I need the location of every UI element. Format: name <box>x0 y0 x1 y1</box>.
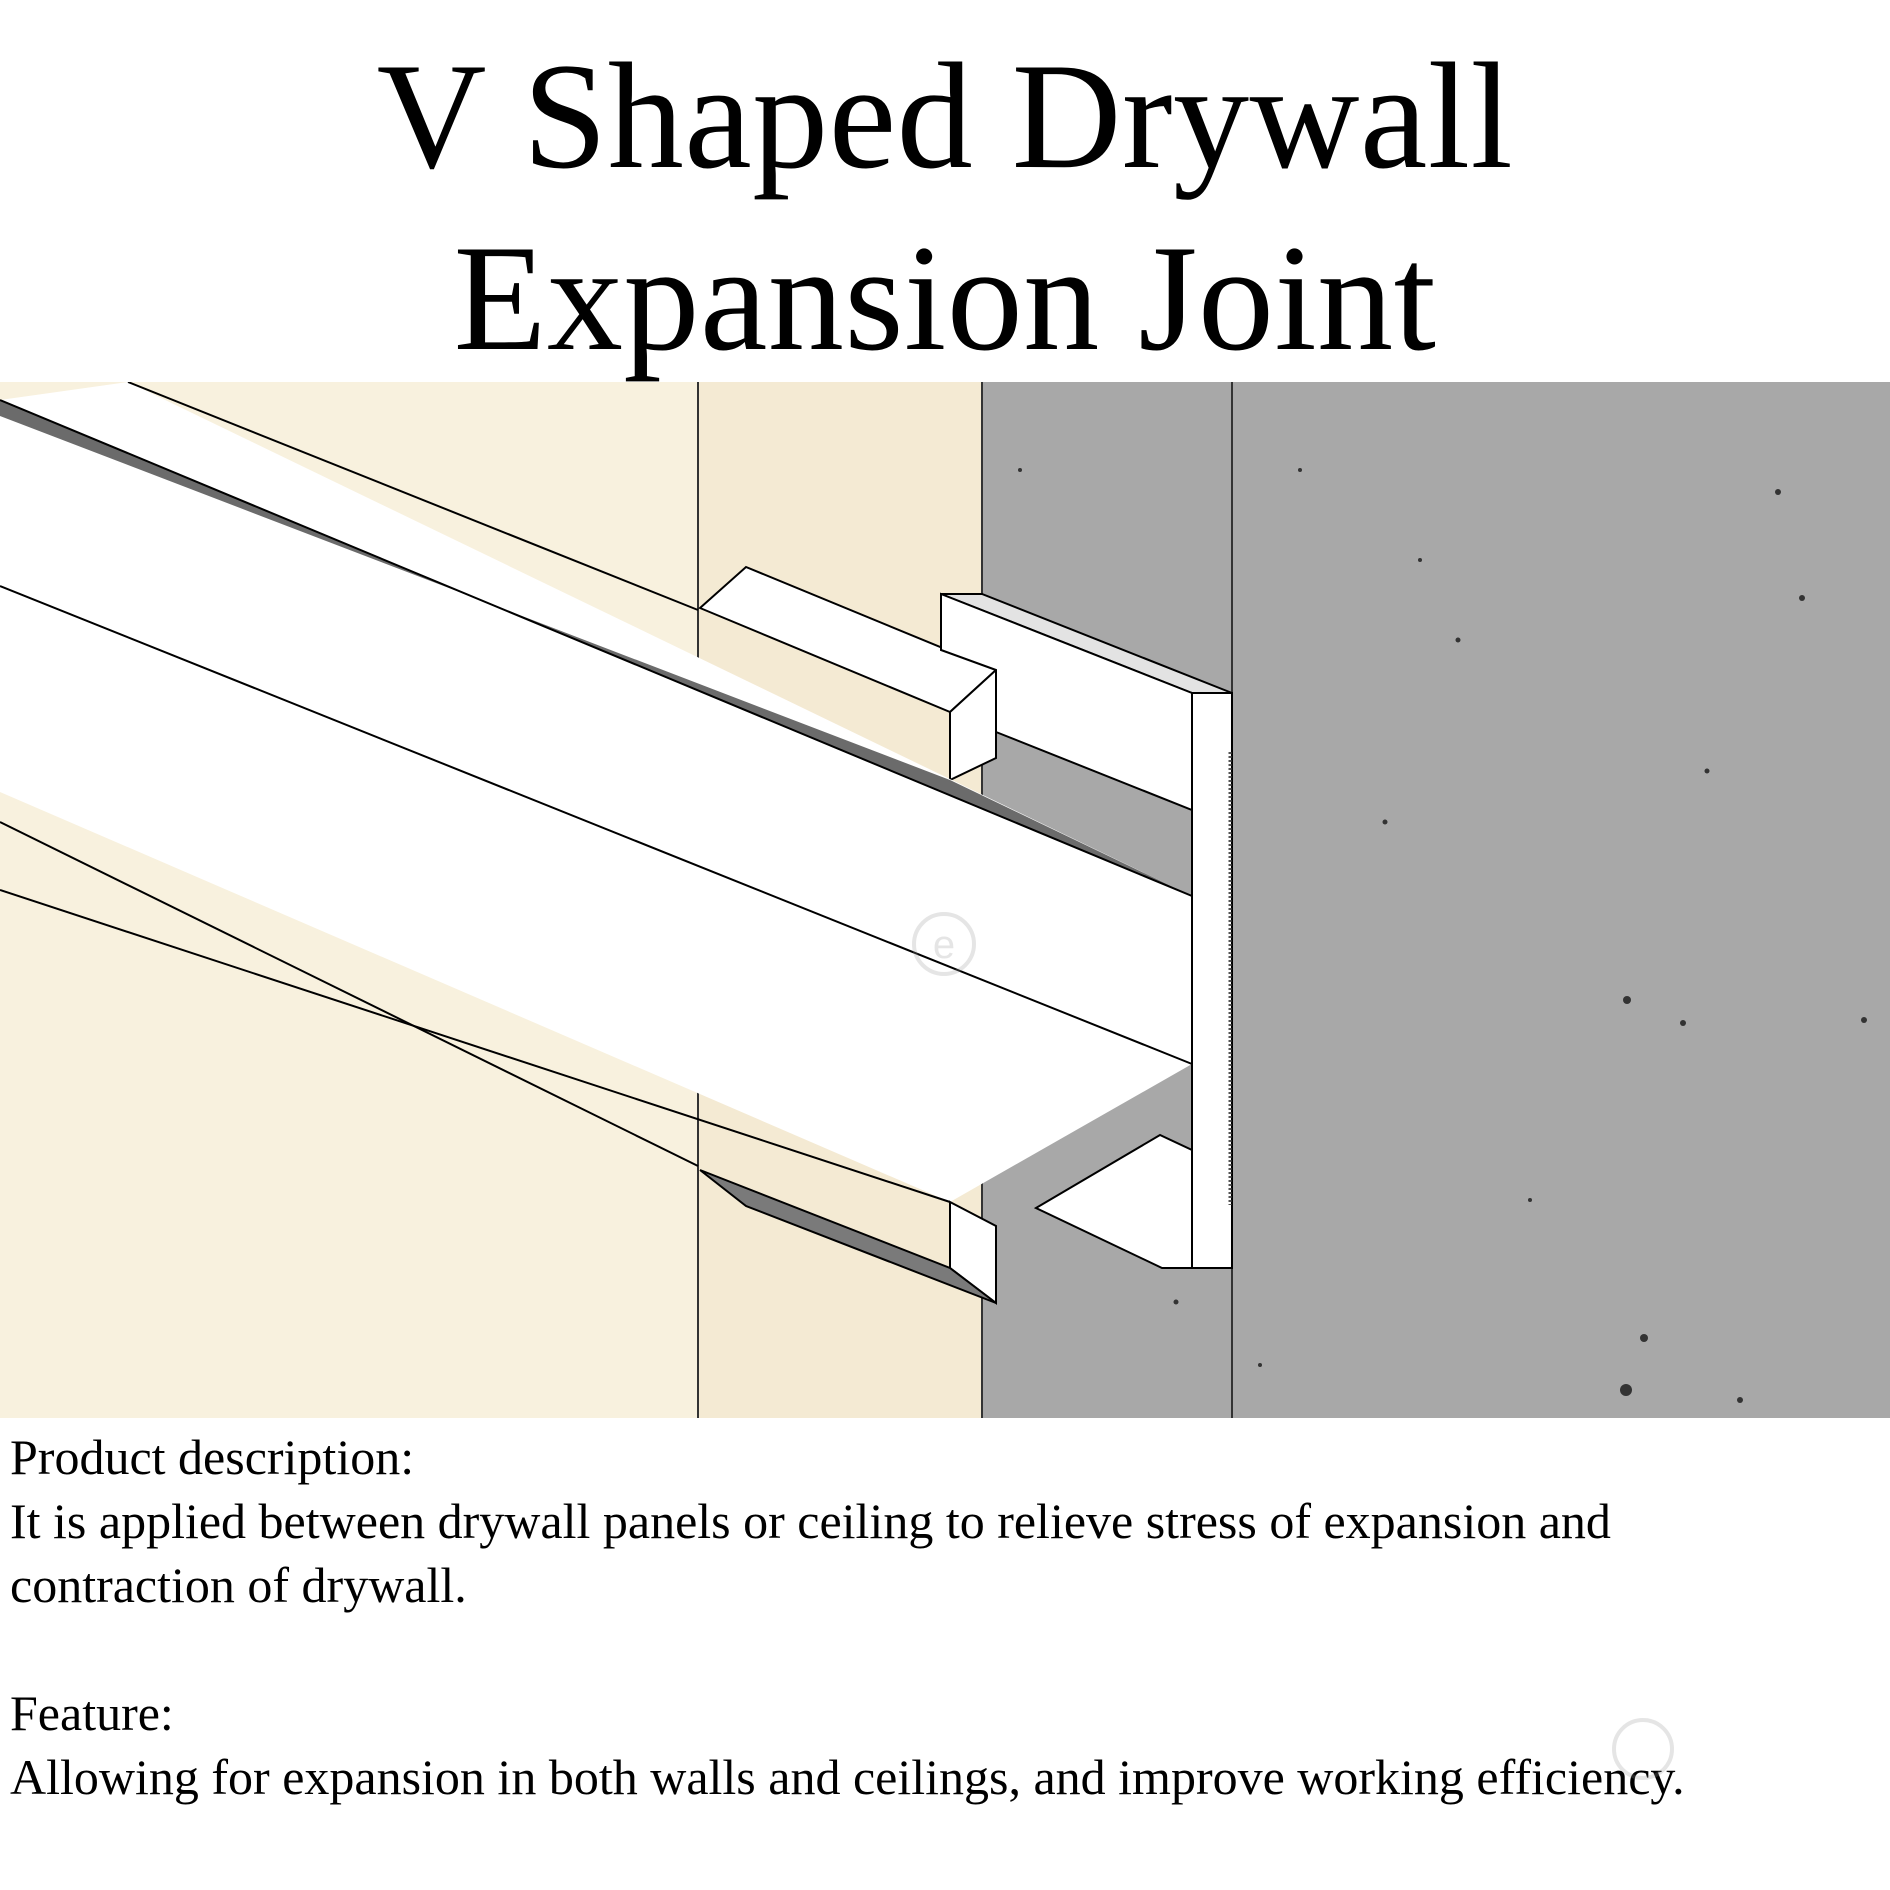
svg-text:e: e <box>933 923 955 967</box>
left-flange-face <box>949 667 997 782</box>
circle-e-logo-icon: e <box>912 912 976 976</box>
description-heading: Product description: <box>10 1429 415 1485</box>
backing-plate <box>1191 692 1233 1269</box>
lower-right-flange <box>1033 1133 1193 1269</box>
title-line-2: Expansion Joint <box>453 214 1437 382</box>
description-body: It is applied between drywall panels or … <box>10 1493 1611 1613</box>
expansion-joint-illustration: e <box>0 382 1890 1418</box>
feature-heading: Feature: <box>10 1685 174 1741</box>
v-groove-centre-line <box>0 585 1193 1065</box>
feature-body: Allowing for expansion in both walls and… <box>10 1749 1685 1805</box>
lower-flange-shadow <box>699 1169 997 1304</box>
profile-body <box>0 382 1192 1202</box>
title-line-1: V Shaped Drywall <box>376 32 1514 200</box>
joint-profile <box>0 382 1233 1306</box>
circle-e-watermark-icon <box>1612 1718 1674 1780</box>
